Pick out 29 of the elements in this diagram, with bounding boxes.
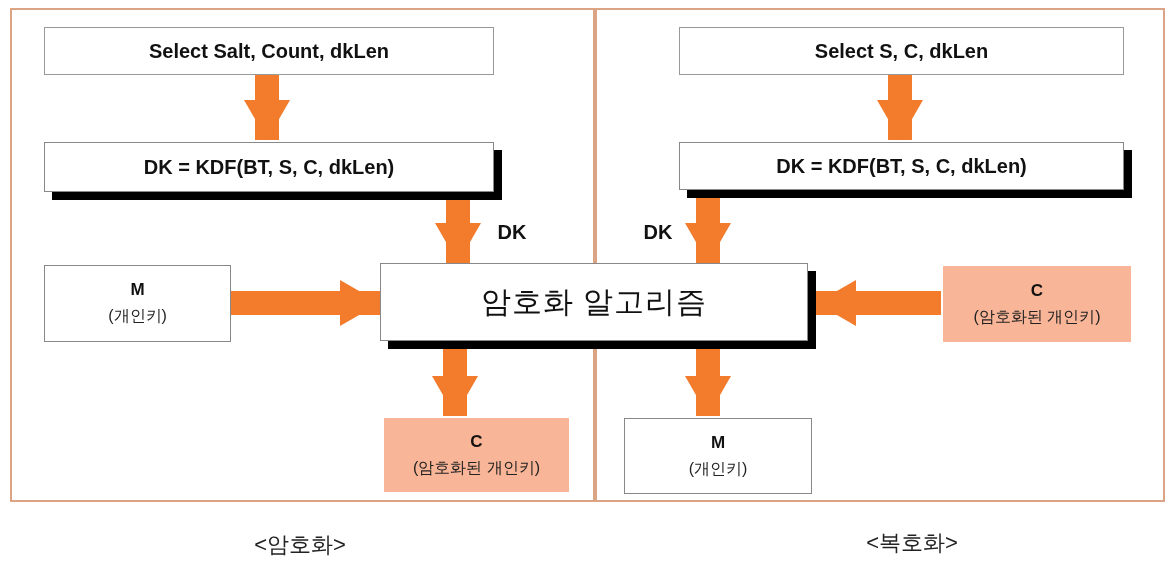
node-title: M	[130, 280, 145, 300]
node-title: M	[710, 432, 726, 453]
node-title: Select S, C, dkLen	[814, 39, 989, 63]
block-arrow	[877, 73, 923, 140]
block-arrow	[435, 198, 481, 263]
node-title: Select Salt, Count, dkLen	[148, 39, 389, 63]
process-box	[44, 27, 494, 75]
block-arrow	[229, 280, 380, 326]
node-subtitle: (개인키)	[108, 306, 167, 326]
panel-caption: <암호화>	[254, 531, 346, 559]
block-arrow	[685, 196, 731, 263]
node-title: C	[1030, 280, 1044, 301]
block-arrow	[244, 73, 290, 140]
key-box	[624, 418, 812, 494]
node-title: C	[470, 431, 483, 452]
node-title: 암호화 알고리즘	[480, 283, 708, 320]
ciphertext-box	[384, 418, 569, 492]
node-title: DK = KDF(BT, S, C, dkLen)	[143, 155, 395, 179]
node-subtitle: (암호화된 개인키)	[973, 306, 1101, 327]
process-box	[679, 27, 1124, 75]
block-arrow	[432, 349, 478, 416]
block-arrow	[816, 280, 941, 326]
panel-caption: <복호화>	[866, 529, 958, 557]
node-subtitle: (암호화된 개인키)	[412, 457, 541, 478]
ciphertext-box	[943, 266, 1131, 342]
node-subtitle: (개인키)	[688, 458, 748, 479]
key-box	[44, 265, 231, 342]
block-arrow	[685, 349, 731, 416]
node-title: DK = KDF(BT, S, C, dkLen)	[776, 154, 1027, 178]
